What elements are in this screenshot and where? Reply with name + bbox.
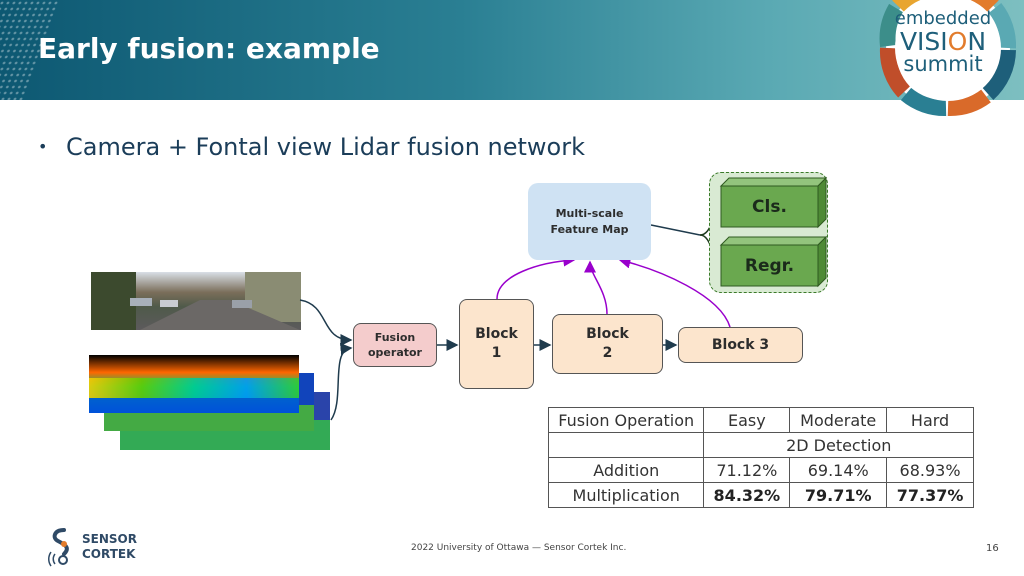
- camera-image: [91, 272, 301, 330]
- op-cell: Multiplication: [547, 482, 705, 508]
- results-table: Fusion Operation Easy Moderate Hard 2D D…: [547, 407, 974, 508]
- header-banner: Early fusion: example: [0, 0, 1024, 100]
- table-header-row: Fusion Operation Easy Moderate Hard: [547, 407, 974, 433]
- summit-logo-line3: summit: [903, 52, 983, 76]
- lidar-images: [89, 355, 330, 450]
- header-cell: Easy: [703, 407, 791, 433]
- summit-logo-line1: embedded: [894, 8, 992, 29]
- block-2-box: Block 2: [552, 314, 663, 374]
- block-3-box: Block 3: [678, 327, 803, 363]
- block1-label-1: Block: [475, 326, 518, 342]
- summit-logo-text: embedded VISION summit: [888, 10, 998, 75]
- feature-label-1: Multi-scale: [555, 206, 624, 220]
- cls-head-box: [719, 176, 828, 229]
- fusion-label-2: operator: [368, 346, 422, 359]
- regr-head-box: [719, 235, 828, 288]
- value-cell: 69.14%: [789, 457, 888, 483]
- block2-label-2: 2: [602, 345, 613, 361]
- sensor-cortek-wordmark: SENSOR CORTEK: [82, 532, 137, 562]
- value-cell: 84.32%: [703, 482, 791, 508]
- block3-label: Block 3: [711, 337, 770, 353]
- bullet-text: Camera + Fontal view Lidar fusion networ…: [66, 133, 585, 161]
- company-line-1: SENSOR: [82, 532, 137, 546]
- value-cell: 77.37%: [886, 482, 974, 508]
- feature-label-2: Feature Map: [550, 222, 629, 236]
- regr-label: Regr.: [744, 255, 795, 276]
- summit-logo-line2: VISION: [899, 27, 987, 56]
- bullet-dot: •: [38, 137, 48, 156]
- footer-text: 2022 University of Ottawa — Sensor Corte…: [411, 543, 627, 553]
- company-line-2: CORTEK: [82, 547, 136, 561]
- header-cell: Moderate: [789, 407, 888, 433]
- page-number: 16: [986, 543, 999, 554]
- value-cell: 71.12%: [703, 457, 791, 483]
- sensor-cortek-logo-icon: [48, 528, 69, 567]
- value-cell: 68.93%: [886, 457, 974, 483]
- section-cell: 2D Detection: [703, 432, 974, 458]
- table-section-row: 2D Detection: [547, 432, 974, 458]
- fusion-operator-box: Fusion operator: [353, 323, 437, 367]
- table-row: Addition 71.12% 69.14% 68.93%: [547, 457, 974, 483]
- header-cell: Fusion Operation: [547, 407, 705, 433]
- header-cell: Hard: [886, 407, 974, 433]
- fusion-label-1: Fusion: [374, 331, 416, 344]
- cls-label: Cls.: [752, 196, 787, 217]
- section-empty-cell: [547, 432, 705, 458]
- block2-label-1: Block: [586, 326, 629, 342]
- bullet-point: • Camera + Fontal view Lidar fusion netwo…: [38, 133, 585, 161]
- block-1-box: Block 1: [459, 299, 534, 389]
- op-cell: Addition: [547, 457, 705, 483]
- slide-title: Early fusion: example: [38, 32, 380, 65]
- value-cell: 79.71%: [789, 482, 888, 508]
- block1-label-2: 1: [491, 345, 502, 361]
- summit-logo-ring: [879, 0, 1017, 117]
- table-row: Multiplication 84.32% 79.71% 77.37%: [547, 482, 974, 508]
